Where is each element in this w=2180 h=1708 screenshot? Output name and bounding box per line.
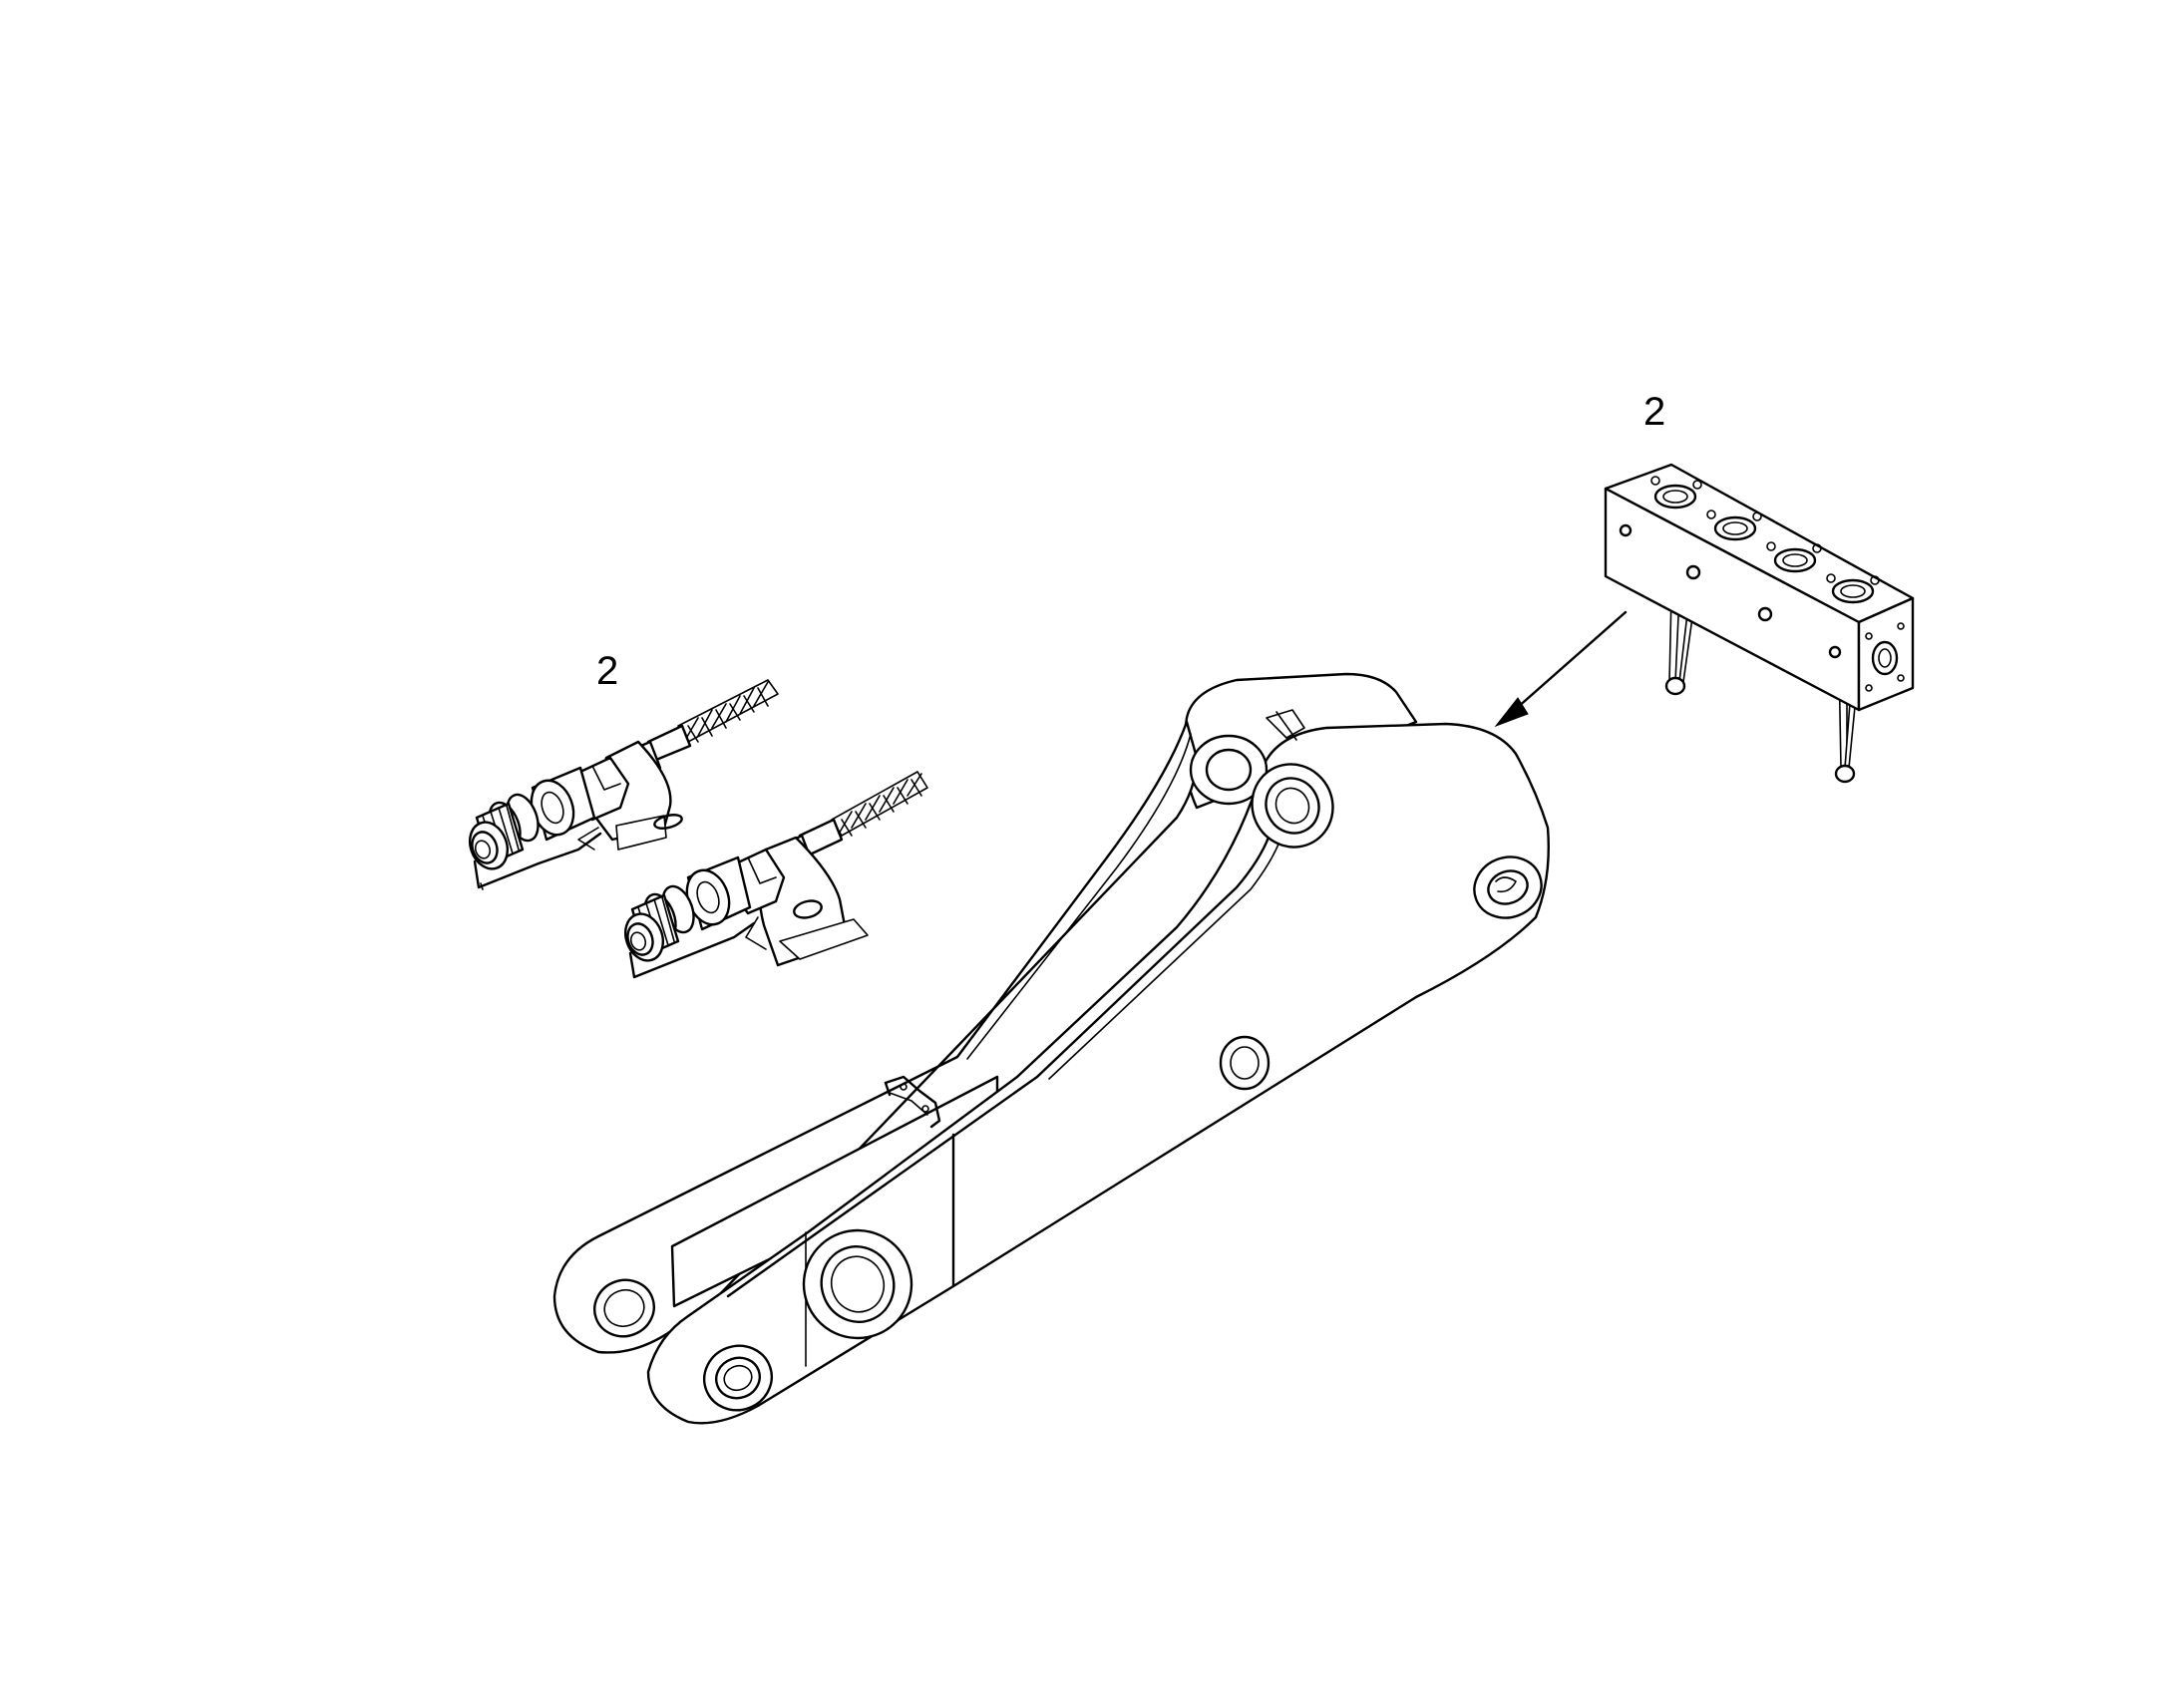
arm-main-plate	[646, 722, 1550, 1425]
side-pin-boss	[1473, 855, 1543, 919]
arm-left-flange	[552, 720, 1199, 1354]
hose-clamp	[884, 1075, 941, 1129]
lower-pin-boss-main	[802, 1228, 913, 1340]
quick-coupler-assembly[interactable]	[464, 679, 928, 979]
leader-arrow	[1494, 610, 1628, 728]
front-foot-eye	[703, 1344, 773, 1412]
upper-pin-boss-main	[1251, 763, 1334, 849]
mounting-holes	[1619, 523, 1842, 659]
rear-foot-eye	[593, 1278, 655, 1338]
callout-quick-couplers[interactable]: 2	[596, 649, 618, 693]
callout-valve-block[interactable]: 2	[1643, 390, 1665, 434]
excavator-arm[interactable]	[552, 672, 1550, 1425]
end-port	[1865, 622, 1905, 692]
valve-ports	[1650, 476, 1880, 604]
quick-coupler-upper	[468, 679, 779, 890]
valve-manifold-block[interactable]	[1604, 463, 1915, 784]
upper-pin-boss-rear	[1189, 709, 1305, 806]
mid-boss	[1219, 1035, 1271, 1091]
quick-coupler-lower	[623, 771, 928, 979]
